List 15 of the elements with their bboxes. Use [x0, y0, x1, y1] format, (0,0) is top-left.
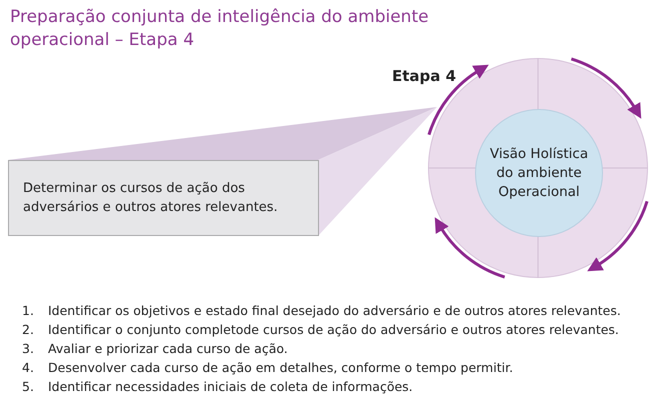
list-number: 4.: [22, 359, 34, 377]
list-item: Identificar o conjunto completode cursos de ação do adversário e outros atores relevantes.: [48, 321, 619, 339]
diagram-title: Preparação conjunta de inteligência do ambiente operacional – Etapa 4: [10, 6, 430, 52]
list-item: Identificar necessidades iniciais de coleta de informações.: [48, 378, 413, 396]
callout-box: [8, 160, 319, 236]
list-item: Identificar os objetivos e estado final desejado do adversário e de outros atores relevantes.: [48, 302, 621, 320]
list-item: Desenvolver cada curso de ação em detalhes, conforme o tempo permitir.: [48, 359, 514, 377]
step-heading: Etapa 4: [392, 67, 456, 85]
list-number: 2.: [22, 321, 34, 339]
list-item: Avaliar e priorizar cada curso de ação.: [48, 340, 288, 358]
list-number: 3.: [22, 340, 34, 358]
node-label: Visão Holística do ambiente Operacional: [488, 144, 590, 202]
callout-text: Determinar os cursos de ação dos adversários e outros atores relevantes.: [23, 180, 279, 217]
list-number: 1.: [22, 302, 34, 320]
list-number: 5.: [22, 378, 34, 396]
